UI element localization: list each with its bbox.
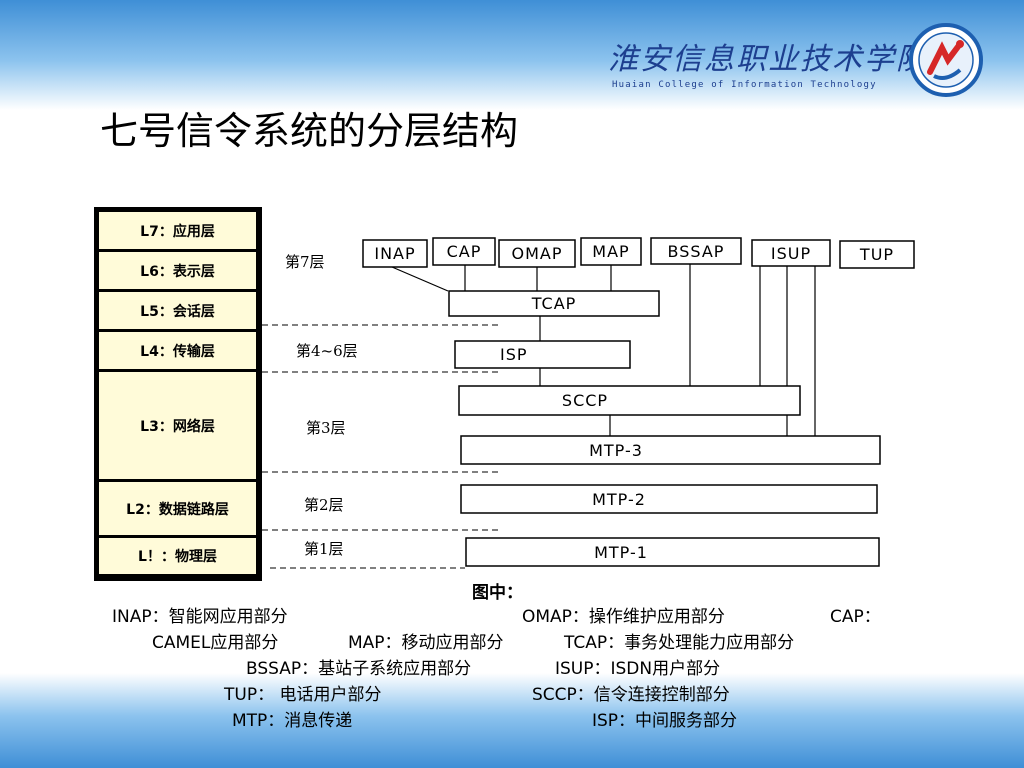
box-tcap [448,290,660,317]
school-name-en: Huaian College of Information Technology [612,80,877,90]
page-title: 七号信令系统的分层结构 [100,109,519,153]
stack-level-l4-6: 第4~6层 [296,342,358,360]
school-logo-icon [909,23,983,97]
legend: 图中： INAP：智能网应用部分 OMAP：操作维护应用部分 CAP： CAME… [60,578,960,758]
box-cap [432,237,496,266]
legend-sccp: SCCP：信令连接控制部分 [532,685,730,705]
osi-layer-l5: L5：会话层 [98,291,257,330]
osi-layer-l1: L！：物理层 [98,537,257,575]
proto-mtp3: MTP-3 [589,440,643,460]
legend-tcap: TCAP：事务处理能力应用部分 [564,633,795,653]
proto-tup: TUP [859,245,895,264]
legend-map: MAP：移动应用部分 [348,633,504,653]
footer-band [0,673,1024,768]
proto-omap: OMAP [511,244,563,263]
proto-mtp1: MTP-1 [594,542,648,562]
osi-layer-l2: L2：数据链路层 [98,481,257,536]
header-band [0,0,1024,110]
osi-layer-l3: L3：网络层 [98,371,257,480]
box-bssap [650,237,742,265]
box-isp [454,340,631,369]
box-isup [751,239,831,267]
proto-cap: CAP [446,242,482,261]
box-mtp1 [465,537,880,567]
box-inap [362,239,428,268]
proto-bssap: BSSAP [667,241,725,261]
osi-layer-l7: L7：应用层 [98,211,257,250]
legend-heading: 图中： [472,583,523,603]
osi-layer-l4: L4：传输层 [98,331,257,370]
stack-level-l1: 第1层 [304,540,344,558]
box-omap [498,239,576,268]
stack-level-l3: 第3层 [306,419,346,437]
proto-inap: INAP [374,244,416,263]
box-map [580,237,642,266]
proto-isp: ISP [500,345,528,364]
proto-map: MAP [592,242,630,261]
proto-sccp: SCCP [561,391,609,410]
legend-cap-prefix: CAP： [830,607,881,627]
proto-mtp2: MTP-2 [592,489,646,509]
osi-layer-column: L7：应用层 L6：表示层 L5：会话层 L4：传输层 L3：网络层 L2：数据… [94,207,262,581]
proto-isup: ISUP [770,243,812,263]
legend-cap: CAMEL应用部分 [152,633,279,653]
legend-isp: ISP：中间服务部分 [592,711,738,731]
legend-tup: TUP： 电话用户部分 [224,685,382,705]
legend-inap: INAP：智能网应用部分 [112,607,288,627]
legend-omap: OMAP：操作维护应用部分 [522,607,725,627]
proto-tcap: TCAP [531,294,577,313]
legend-bssap: BSSAP：基站子系统应用部分 [246,659,472,679]
stack-level-l2: 第2层 [304,496,344,514]
box-mtp2 [460,484,878,514]
stack-level-l7: 第7层 [285,253,325,271]
legend-mtp: MTP：消息传递 [232,711,353,731]
school-name: 淮安信息职业技术学院 [608,42,928,77]
box-tup [839,240,915,269]
legend-isup: ISUP：ISDN用户部分 [555,659,721,679]
box-sccp [458,385,801,416]
box-mtp3 [460,435,881,465]
osi-layer-l6: L6：表示层 [98,251,257,290]
